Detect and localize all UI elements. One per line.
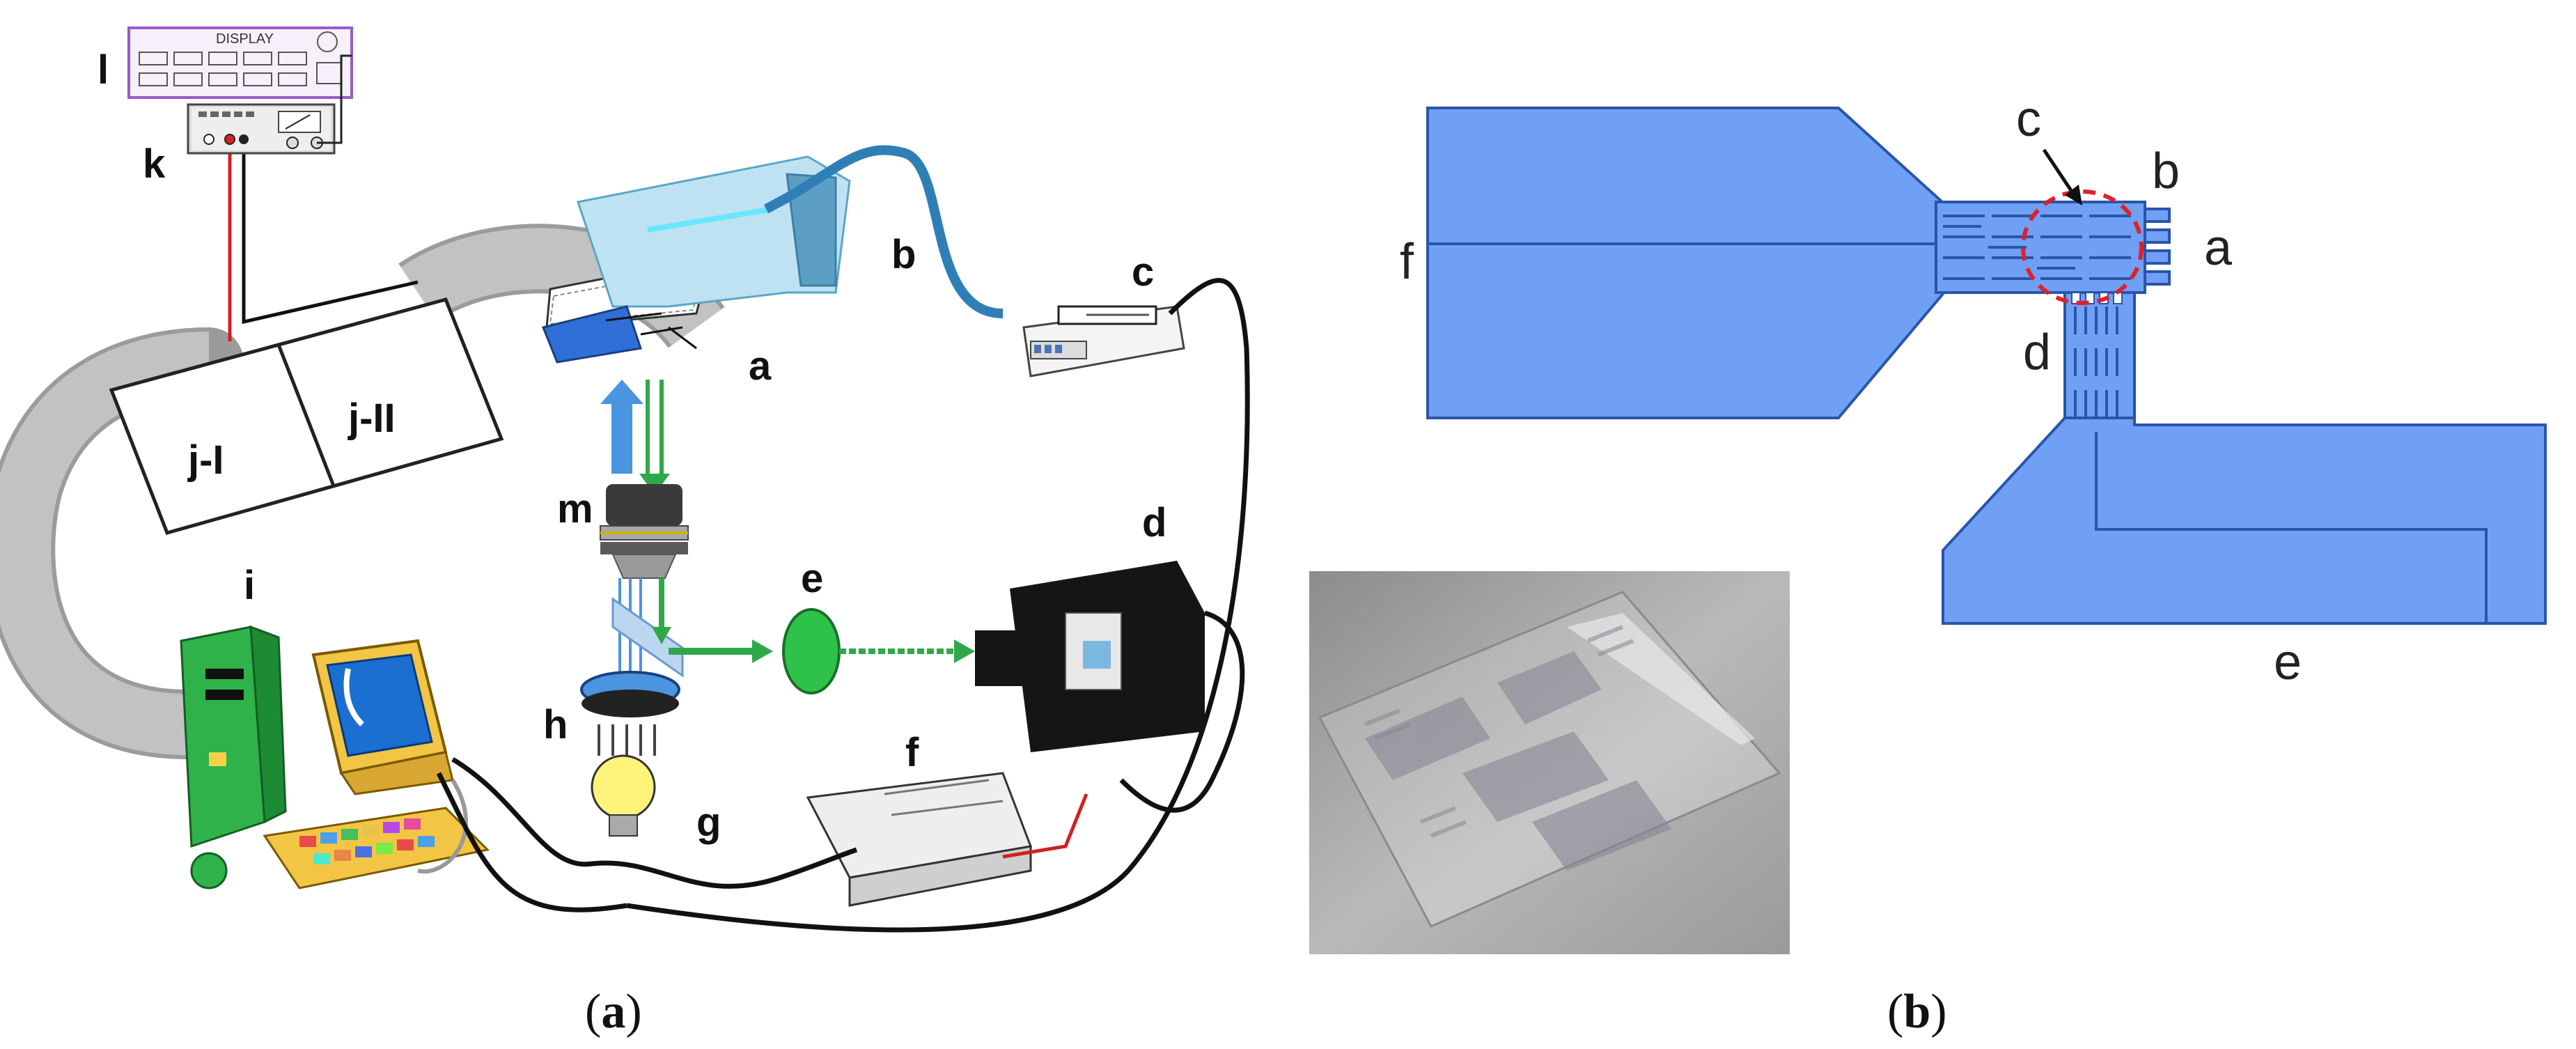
label-a: a <box>749 343 772 389</box>
tubing-b <box>763 145 1004 318</box>
label-j1: j-I <box>187 437 224 483</box>
label-b-c: c <box>2016 91 2041 147</box>
electrode-pad-f <box>1426 107 1951 419</box>
chip-holder-a: a <box>541 155 851 389</box>
label-b-f: f <box>1400 234 1414 290</box>
interdigitated-fingers-upper <box>1943 215 2131 280</box>
label-b: b <box>891 232 916 277</box>
label-b-a: a <box>2204 220 2233 276</box>
caption-b: (b) <box>1887 985 1947 1039</box>
electrode-pad-e <box>1942 417 2547 625</box>
label-b-d: d <box>2023 325 2051 380</box>
label-h: h <box>543 702 568 747</box>
syringe-pump-c: c <box>1022 249 1185 378</box>
black-cable-left <box>451 756 858 889</box>
label-b-e: e <box>2274 635 2302 690</box>
arrow-c <box>2042 148 2074 193</box>
highlight-circle-c <box>2021 189 2144 305</box>
light-bulb-g: g <box>591 724 721 845</box>
controller-f: f <box>806 730 1088 907</box>
label-i: i <box>244 563 255 608</box>
caption-a: (a) <box>585 985 642 1039</box>
label-l: l <box>97 47 109 93</box>
label-k: k <box>143 141 166 187</box>
power-supply-k: k <box>143 54 352 187</box>
interdigitated-fingers-lower <box>2074 306 2118 418</box>
dichroic-mirror <box>611 578 773 683</box>
contact-tabs-a <box>2144 208 2171 286</box>
chip-photo <box>1309 571 1790 954</box>
black-cable-right <box>626 278 1250 933</box>
black-wire <box>242 146 419 325</box>
condenser-h: h <box>543 671 680 747</box>
label-c: c <box>1132 249 1154 295</box>
label-e: e <box>801 556 823 601</box>
panel-a: j-I j-II DISPLAY l <box>0 26 1250 1039</box>
label-g: g <box>696 800 721 845</box>
label-d: d <box>1142 500 1166 545</box>
computer-i: i <box>180 563 490 889</box>
display-title: DISPLAY <box>216 31 274 47</box>
label-j2: j-II <box>348 396 396 441</box>
label-m: m <box>557 486 593 531</box>
panel-b: c b a f d e <box>1309 91 2547 1039</box>
light-arrows-up <box>600 380 670 495</box>
display-unit-l: DISPLAY l <box>97 26 353 99</box>
magnet-box-j: j-I j-II <box>109 297 504 536</box>
filter-e: e <box>782 556 975 694</box>
label-f: f <box>905 730 919 775</box>
label-b-b: b <box>2152 143 2180 199</box>
camera-d: d <box>975 500 1245 813</box>
objective-m: m <box>557 484 689 579</box>
